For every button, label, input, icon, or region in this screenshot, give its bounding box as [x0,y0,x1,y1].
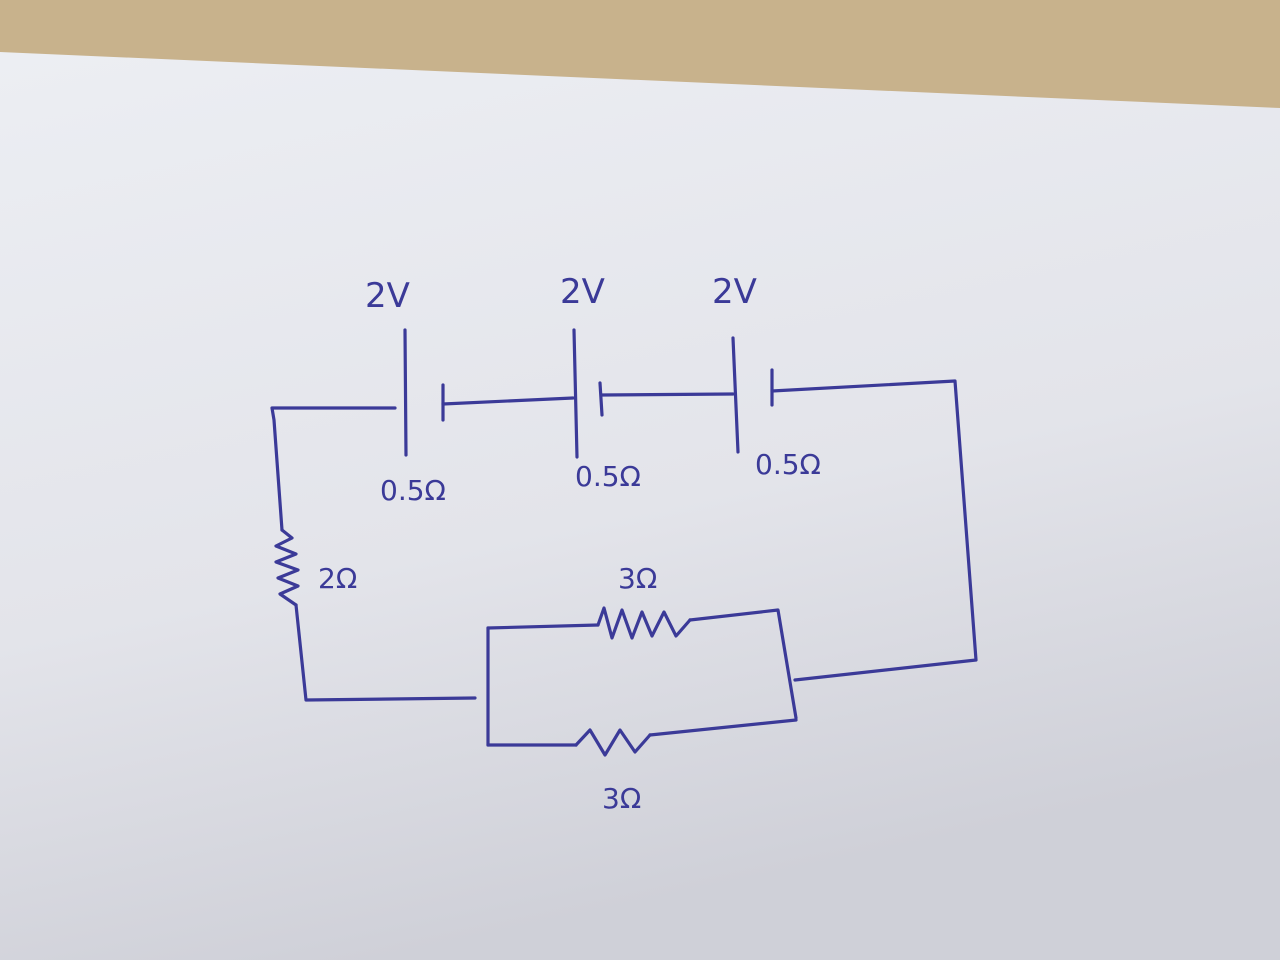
resistor-2ohm [274,528,300,607]
cell-2-negative-plate [598,381,604,417]
cell-1-emf-label: 2V [365,276,410,316]
cell-2-emf-label: 2V [560,272,605,312]
parallel-resistor-top-label: 3Ω [618,562,657,595]
series-resistor-label: 2Ω [318,562,357,595]
cell-3-emf-label: 2V [712,272,757,312]
paper-sheet [0,52,1280,960]
cell-2-positive-plate [572,328,579,459]
cell-1-positive-plate [403,328,408,457]
cell-2 [572,328,604,459]
cell-3-resistance-label: 0.5Ω [755,448,821,481]
parallel-resistor-bottom-label: 3Ω [602,782,641,815]
cell-3-positive-plate [731,336,740,454]
cell-2-resistance-label: 0.5Ω [575,460,641,493]
wires [270,379,978,747]
resistor-3ohm-top [596,606,692,640]
cell-3 [731,336,774,454]
cell-1-resistance-label: 0.5Ω [380,474,446,507]
resistor-3ohm-bottom [574,728,652,757]
